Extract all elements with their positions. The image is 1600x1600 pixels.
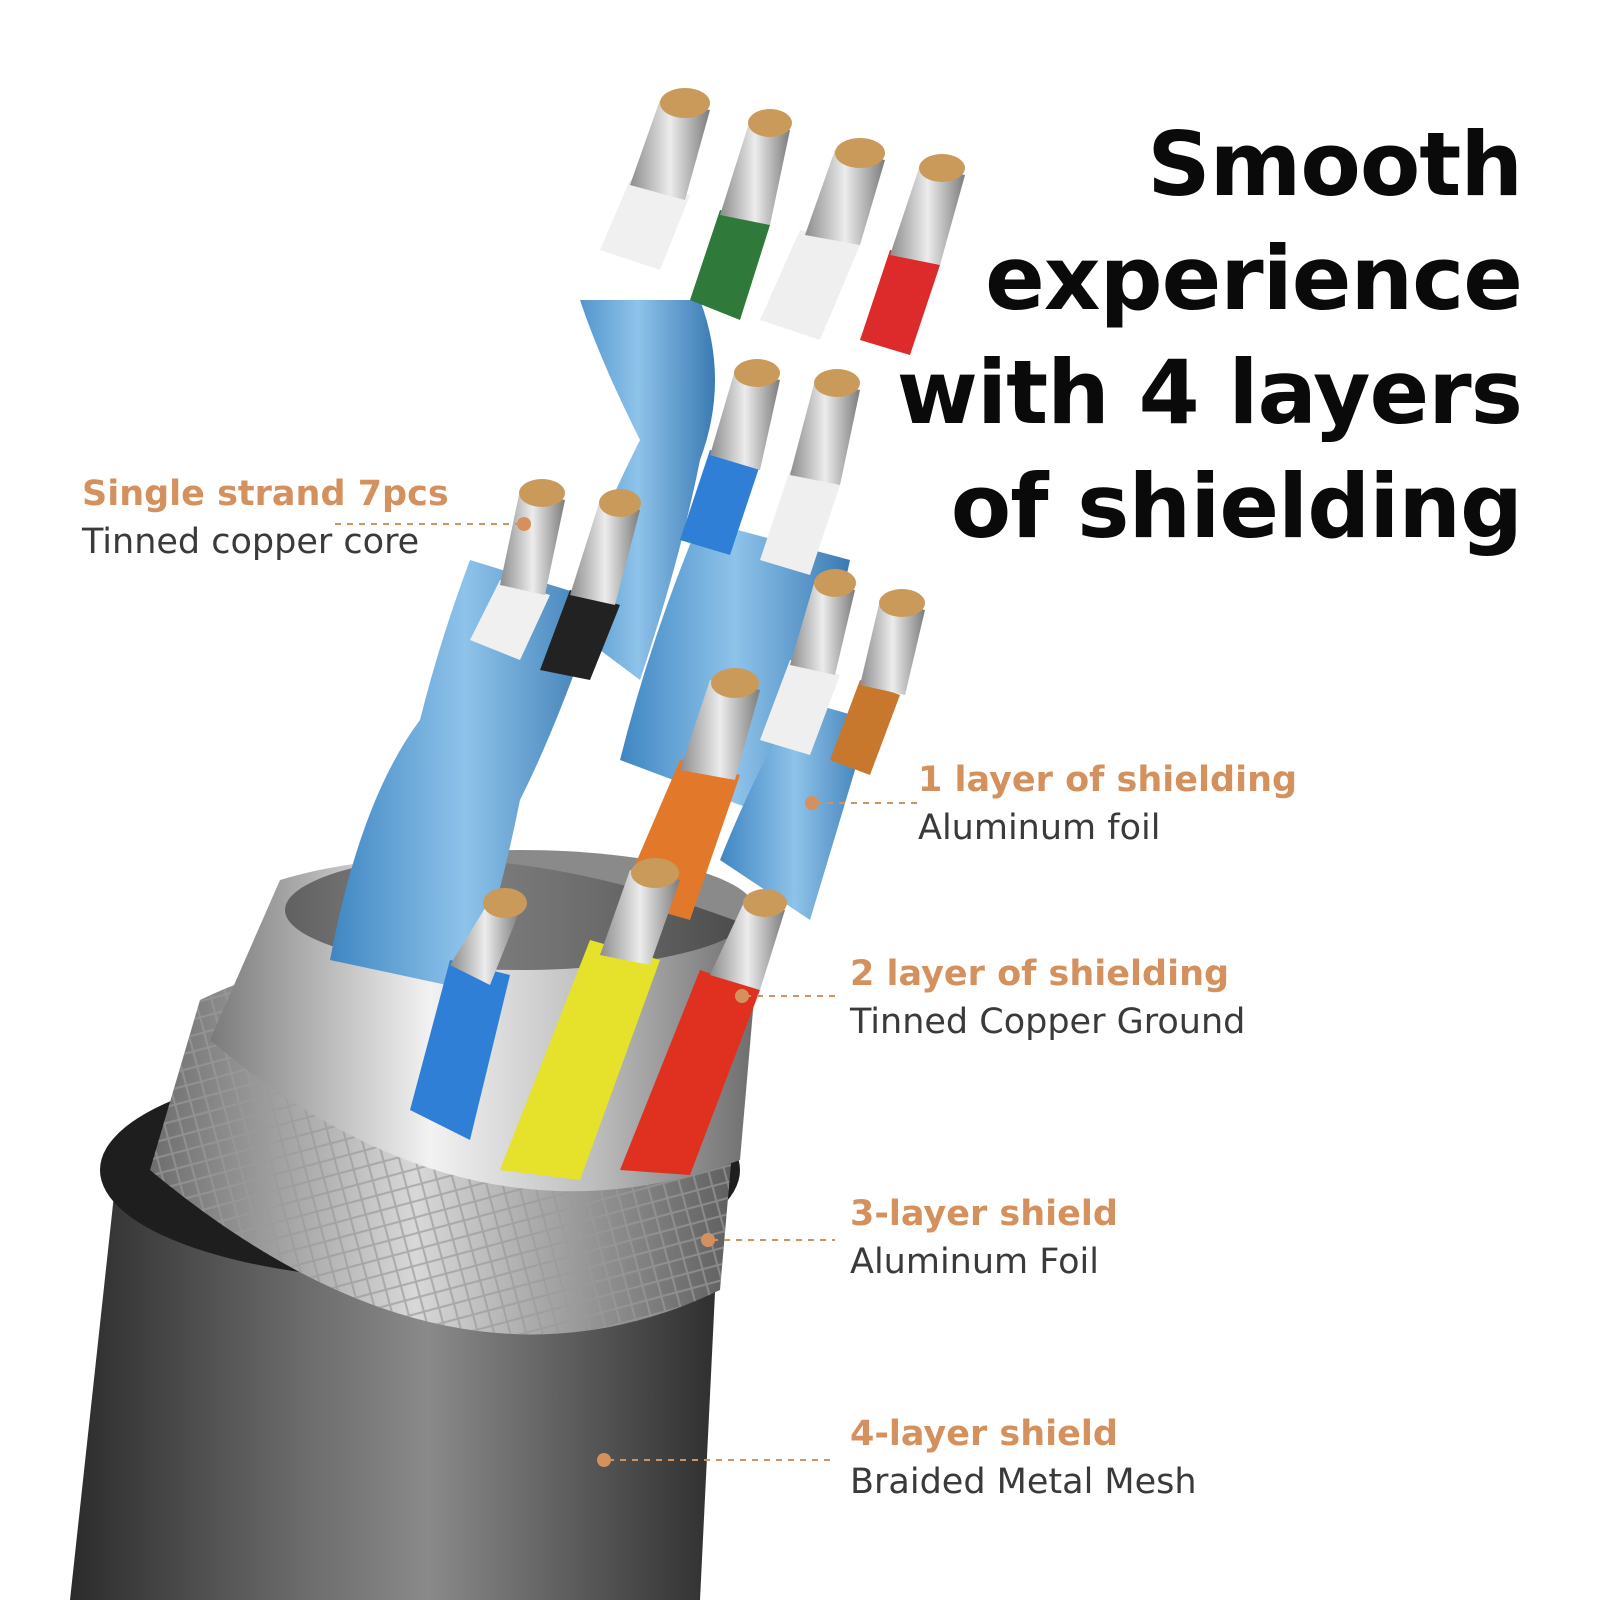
- headline-line-1: Smooth: [1147, 113, 1523, 216]
- callout-layer-3: 3-layer shield Aluminum Foil: [850, 1190, 1118, 1286]
- callout-layer-2-subtitle: Tinned Copper Ground: [850, 1002, 1246, 1042]
- callout-layer-3-title: 3-layer shield: [850, 1194, 1118, 1234]
- callout-layer-3-subtitle: Aluminum Foil: [850, 1242, 1099, 1282]
- callout-layer-4: 4-layer shield Braided Metal Mesh: [850, 1410, 1197, 1506]
- callout-core-subtitle: Tinned copper core: [82, 522, 420, 562]
- headline: Smooth experience with 4 layers of shiel…: [896, 108, 1523, 564]
- callout-core-title: Single strand 7pcs: [82, 474, 449, 514]
- callout-layer-2-title: 2 layer of shielding: [850, 954, 1230, 994]
- callout-layer-2: 2 layer of shielding Tinned Copper Groun…: [850, 950, 1245, 1046]
- headline-line-4: of shielding: [950, 455, 1523, 558]
- callout-leaders: [335, 517, 920, 1467]
- callout-layer-1-subtitle: Aluminum foil: [918, 808, 1161, 848]
- callout-layer-4-subtitle: Braided Metal Mesh: [850, 1462, 1197, 1502]
- headline-line-3: with 4 layers: [896, 341, 1523, 444]
- callout-layer-1: 1 layer of shielding Aluminum foil: [918, 756, 1297, 852]
- callout-core: Single strand 7pcs Tinned copper core: [82, 470, 449, 566]
- callout-layer-4-title: 4-layer shield: [850, 1414, 1118, 1454]
- callout-layer-1-title: 1 layer of shielding: [918, 760, 1298, 800]
- headline-line-2: experience: [985, 227, 1523, 330]
